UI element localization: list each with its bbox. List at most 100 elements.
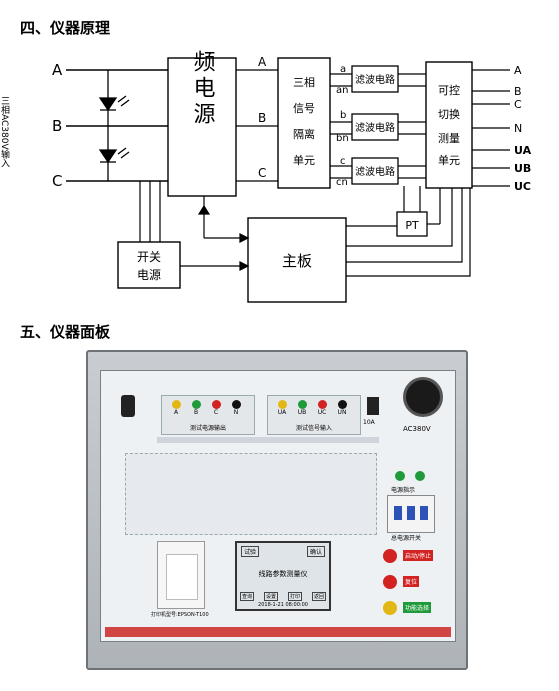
printer-caption: 打印机型号:EPSON-T100 xyxy=(151,612,209,618)
power-lamp-green-2 xyxy=(415,471,425,481)
screen-menu-button[interactable]: 返回 xyxy=(311,592,326,601)
terminal-ub[interactable] xyxy=(297,400,307,409)
terminal-b[interactable] xyxy=(191,400,201,409)
terminal-label: A xyxy=(173,409,179,416)
terminal-caption-input: 测试信号输入 xyxy=(295,425,332,432)
button-start-stop[interactable] xyxy=(383,549,397,563)
phase-inputs: A B C xyxy=(52,61,168,190)
switch-measure-unit xyxy=(425,61,473,189)
pair-cn: cn xyxy=(336,177,348,188)
output-label-n: N xyxy=(514,122,522,135)
fuse-10a[interactable] xyxy=(367,397,379,415)
output-label-a: A xyxy=(514,64,522,77)
terminal-n[interactable] xyxy=(231,400,241,409)
schematic-diagram: A B C 三相AC380V输入 变频电源 A B C 三相 信号 隔离 单元 xyxy=(0,46,532,303)
isolation-unit xyxy=(277,57,331,189)
pair-a: a xyxy=(340,64,346,75)
pair-b: b xyxy=(340,110,346,121)
output-label-ua: UA xyxy=(514,144,532,157)
lcd-screen[interactable]: 试验 确认 线路参数测量仪 查询设置打印返回 2018-1-21 08:00:0… xyxy=(235,541,331,611)
bottom-strip xyxy=(105,627,451,637)
psu-block xyxy=(117,241,181,289)
separator-bar xyxy=(157,437,379,443)
terminal-caption-output: 测试电源输出 xyxy=(189,425,226,432)
indicator-diodes xyxy=(98,70,130,181)
terminal-ua[interactable] xyxy=(277,400,287,409)
power-socket-label: AC380V xyxy=(403,425,431,433)
screen-title: 线路参数测量仪 xyxy=(258,570,308,578)
psu-line-2: 电源 xyxy=(137,268,161,282)
vfd-out-a: A xyxy=(258,55,267,69)
filter-1-label: 滤波电路 xyxy=(355,73,395,86)
terminal-uc[interactable] xyxy=(317,400,327,409)
terminal-label: UN xyxy=(337,409,347,416)
terminal-label: UB xyxy=(297,409,307,416)
terminal-a[interactable] xyxy=(171,400,181,409)
mainboard-label: 主板 xyxy=(282,252,312,270)
screen-btn-confirm[interactable]: 确认 xyxy=(306,546,325,557)
vfd-out-c: C xyxy=(258,166,266,180)
iso-line-1: 三相 xyxy=(293,76,315,89)
filter-3 xyxy=(351,157,399,185)
output-label-b: B xyxy=(514,85,522,98)
vfd-block xyxy=(167,57,237,197)
button-reset-label: 复位 xyxy=(403,576,420,587)
filter-2-label: 滤波电路 xyxy=(355,121,395,134)
filter-1 xyxy=(351,65,399,93)
iso-line-4: 单元 xyxy=(293,154,315,167)
terminal-label: C xyxy=(213,409,219,416)
screen-menu-button[interactable]: 查询 xyxy=(240,592,255,601)
output-label-c: C xyxy=(514,98,522,111)
fuse-label: 10A xyxy=(363,419,375,426)
screen-btn-test[interactable]: 试验 xyxy=(241,546,260,557)
button-start-stop-label: 启动/停止 xyxy=(403,550,434,561)
terminal-c[interactable] xyxy=(211,400,221,409)
vfd-out-b: B xyxy=(258,111,266,125)
mainboard-block xyxy=(247,217,347,303)
section-heading-principle: 四、仪器原理 xyxy=(20,19,111,37)
input-label-b: B xyxy=(52,117,62,135)
printer-paper-slot xyxy=(166,554,198,600)
pair-an: an xyxy=(336,85,348,96)
filter-3-label: 滤波电路 xyxy=(355,165,395,178)
pair-c: c xyxy=(340,156,346,167)
output-label-ub: UB xyxy=(514,162,531,175)
terminal-un[interactable] xyxy=(337,400,347,409)
iso-line-3: 隔离 xyxy=(293,127,315,141)
screen-bottom-buttons: 查询设置打印返回 xyxy=(240,592,326,601)
button-function-label: 功能选择 xyxy=(403,602,432,613)
wiring-diagram-area xyxy=(125,453,377,535)
button-function[interactable] xyxy=(383,601,397,615)
filter-2 xyxy=(351,113,399,141)
terminal-label: UC xyxy=(317,409,327,416)
terminal-label: N xyxy=(233,409,239,416)
sw-line-4: 单元 xyxy=(438,154,460,167)
input-note: 三相AC380V输入 xyxy=(0,96,10,168)
sw-line-2: 切换 xyxy=(438,107,460,121)
iso-line-2: 信号 xyxy=(293,102,315,115)
button-reset[interactable] xyxy=(383,575,397,589)
terminal-label: UA xyxy=(277,409,287,416)
sw-line-3: 测量 xyxy=(438,132,460,145)
sw-line-1: 可控 xyxy=(438,83,460,97)
section-heading-panel: 五、仪器面板 xyxy=(20,323,111,341)
screen-menu-button[interactable]: 设置 xyxy=(263,592,278,601)
power-lamp-green xyxy=(395,471,405,481)
output-label-uc: UC xyxy=(514,180,531,193)
terminal-group-input: UA UB UC UN 测试信号输入 xyxy=(267,395,361,435)
main-breaker[interactable] xyxy=(387,495,435,533)
screen-menu-button[interactable]: 打印 xyxy=(287,592,302,601)
power-socket[interactable] xyxy=(403,377,443,417)
vfd-label: 变频电源 xyxy=(190,46,216,128)
screen-date: 2018-1-21 08:00:00 xyxy=(258,602,308,608)
input-label-a: A xyxy=(52,61,63,79)
input-label-c: C xyxy=(52,172,62,190)
lamps-caption: 电源指示 xyxy=(391,487,416,494)
fuse-holder[interactable] xyxy=(121,395,135,417)
psu-line-1: 开关 xyxy=(137,250,161,264)
printer xyxy=(157,541,205,609)
